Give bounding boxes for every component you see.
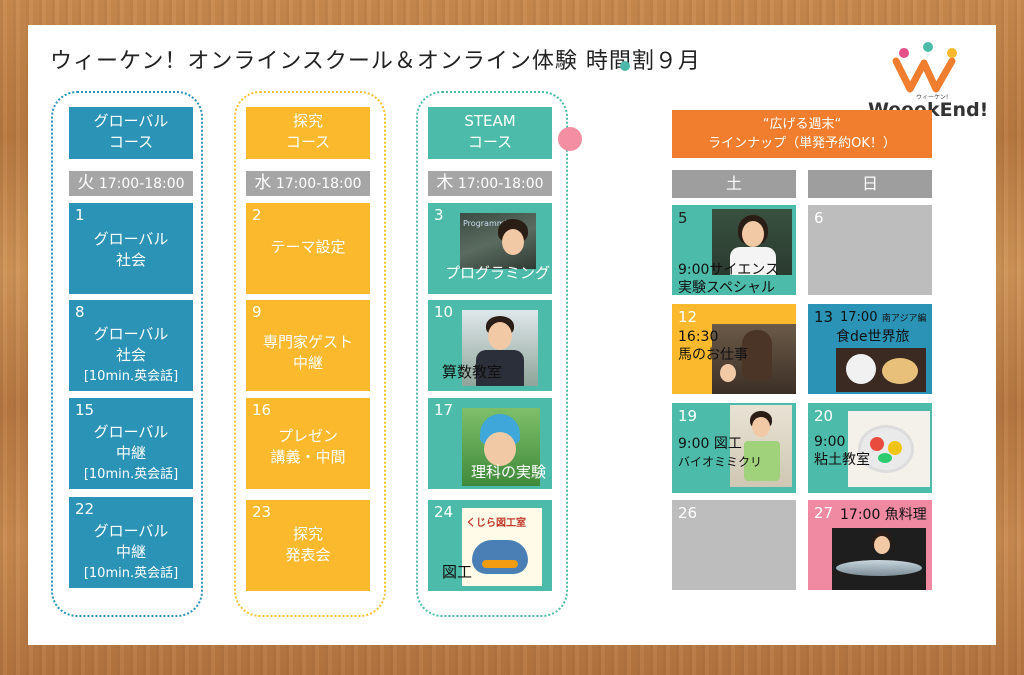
timetable-board: ウィーケン！オンラインスクール＆オンライン体験 時間割９月 ウィーケン! Wee… bbox=[28, 25, 996, 645]
weekend-event-27[interactable]: 27 17:00 魚料理 bbox=[808, 500, 932, 590]
steam-session-24[interactable]: 24 くじら図工室 図工 bbox=[428, 500, 552, 591]
global-course-column bbox=[51, 91, 203, 617]
decorative-dot bbox=[620, 61, 630, 71]
weekend-logo-icon bbox=[892, 42, 957, 93]
sunday-header: 日 bbox=[808, 170, 932, 198]
global-session-1[interactable]: 1 グローバル 社会 bbox=[69, 203, 193, 294]
weekend-event-13[interactable]: 13 17:00 南アジア編 食de世界旅 bbox=[808, 304, 932, 394]
food-photo bbox=[836, 348, 926, 392]
global-session-22[interactable]: 22 グローバル 中継 [10min.英会話] bbox=[69, 497, 193, 588]
steam-course-header: STEAM コース bbox=[428, 107, 552, 159]
tankyu-session-9[interactable]: 9 専門家ゲスト 中継 bbox=[246, 300, 370, 391]
weekend-event-26: 26 bbox=[672, 500, 796, 590]
tankyu-course-header: 探究 コース bbox=[246, 107, 370, 159]
weekend-event-20[interactable]: 20 9:00 粘土教室 bbox=[808, 403, 932, 493]
decorative-pink-dot bbox=[558, 127, 582, 151]
global-session-8[interactable]: 8 グローバル 社会 [10min.英会話] bbox=[69, 300, 193, 391]
steam-session-10[interactable]: 10 算数教室 bbox=[428, 300, 552, 391]
programming-photo: Programming bbox=[460, 213, 536, 269]
steam-day-bar: 木 17:00-18:00 bbox=[428, 171, 552, 196]
steam-course-column bbox=[416, 91, 568, 617]
tankyu-session-23[interactable]: 23 探究 発表会 bbox=[246, 500, 370, 591]
steam-session-3[interactable]: 3 Programming プログラミング bbox=[428, 203, 552, 294]
global-day-bar: 火 17:00-18:00 bbox=[69, 171, 193, 196]
kujira-zukou-logo-icon: くじら図工室 bbox=[462, 508, 542, 586]
page-title: ウィーケン！オンラインスクール＆オンライン体験 時間割９月 bbox=[50, 49, 701, 74]
saturday-header: 土 bbox=[672, 170, 796, 198]
steam-session-17[interactable]: 17 理科の実験 bbox=[428, 398, 552, 489]
biomimicry-photo bbox=[730, 405, 792, 487]
math-teacher-photo bbox=[462, 310, 538, 386]
science-instructor-photo bbox=[712, 209, 792, 275]
clay-art-photo bbox=[848, 411, 930, 487]
tankyu-course-column bbox=[234, 91, 386, 617]
tankyu-session-16[interactable]: 16 プレゼン 講義・中間 bbox=[246, 398, 370, 489]
weekend-lineup-header: “広げる週末“ ラインナップ（単発予約OK！） bbox=[672, 110, 932, 158]
logo-subtitle: ウィーケン! bbox=[916, 94, 949, 101]
horse-photo bbox=[712, 324, 796, 394]
weekend-event-5[interactable]: 5 9:00サイエンス 実験スペシャル bbox=[672, 205, 796, 295]
tankyu-session-2[interactable]: 2 テーマ設定 bbox=[246, 203, 370, 294]
science-photo bbox=[462, 408, 540, 486]
weekend-event-12[interactable]: 12 16:30 馬のお仕事 bbox=[672, 304, 796, 394]
fish-cooking-photo bbox=[832, 528, 926, 590]
weekend-event-6: 6 bbox=[808, 205, 932, 295]
tankyu-day-bar: 水 17:00-18:00 bbox=[246, 171, 370, 196]
weekend-event-19[interactable]: 19 9:00 図工 バイオミミクリ bbox=[672, 403, 796, 493]
global-session-15[interactable]: 15 グローバル 中継 [10min.英会話] bbox=[69, 398, 193, 489]
global-course-header: グローバル コース bbox=[69, 107, 193, 159]
